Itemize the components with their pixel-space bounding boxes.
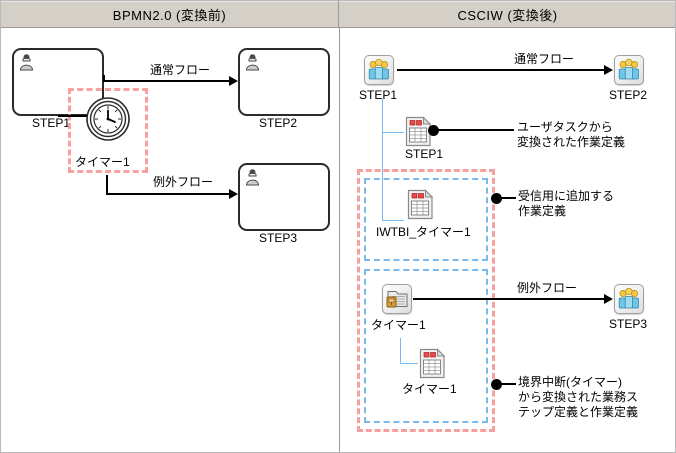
- normal-flow-label: 通常フロー: [150, 63, 211, 77]
- csciw-normal-flow-line: [397, 69, 605, 71]
- panel-divider: [339, 28, 340, 452]
- csciw-normal-flow-label: 通常フロー: [514, 52, 575, 66]
- csciw-doc-iwtbi-label: IWTBI_タイマー1: [376, 225, 471, 239]
- user-task-icon: [18, 53, 35, 71]
- anno-usertask-dot: [428, 125, 439, 136]
- normal-flow-line: [103, 80, 229, 82]
- bpmn-timer-highlight: [68, 88, 148, 173]
- tree-line-vertical-timer: [400, 338, 401, 364]
- task-definition-doc-icon[interactable]: [419, 348, 446, 379]
- csciw-exception-flow-arrowhead: [604, 294, 613, 304]
- csciw-step1-label: STEP1: [359, 88, 398, 102]
- anno-boundary-line3: テップ定義と作業定義: [518, 405, 639, 419]
- csciw-timer-step-label: タイマー1: [371, 318, 426, 332]
- csciw-doc-step1-label: STEP1: [405, 147, 444, 161]
- timer-attach-line: [58, 115, 88, 117]
- csciw-exception-flow-line: [413, 298, 605, 300]
- bpmn-timer-label: タイマー1: [75, 155, 130, 169]
- panel-title-bpmn: BPMN2.0 (変換前): [112, 7, 227, 23]
- tree-line-branch-iwtbi: [382, 220, 404, 221]
- anno-usertask-line2: 変換された作業定義: [517, 135, 626, 149]
- tree-line-branch-timerdoc: [400, 363, 418, 364]
- anno-boundary-line1: 境界中断(タイマー): [518, 375, 622, 389]
- user-task-icon: [244, 168, 261, 186]
- anno-boundary-line2: から変換された業務ス: [518, 390, 639, 404]
- exception-flow-stub: [106, 175, 108, 195]
- csciw-exception-flow-label: 例外フロー: [517, 281, 578, 295]
- bpmn-task-step2-label: STEP2: [259, 116, 298, 130]
- normal-flow-stub: [103, 75, 105, 82]
- anno-receive-dot: [491, 193, 502, 204]
- anno-receive-leader: [501, 197, 516, 199]
- tree-line-branch-step1doc: [382, 132, 404, 133]
- anno-usertask-text: ユーザタスクから 変換された作業定義: [517, 120, 625, 150]
- anno-boundary-text: 境界中断(タイマー) から変換された業務ス テップ定義と作業定義: [518, 375, 638, 420]
- anno-receive-text: 受信用に追加する 作業定義: [518, 189, 614, 219]
- business-step-folder-icon[interactable]: [382, 284, 412, 314]
- exception-flow-line: [106, 193, 229, 195]
- timer-boundary-icon: [85, 96, 131, 142]
- work-step-people-icon[interactable]: [614, 55, 644, 85]
- bpmn-task-step1-label: STEP1: [32, 116, 71, 130]
- exception-flow-arrowhead: [229, 189, 238, 199]
- csciw-normal-flow-arrowhead: [604, 65, 613, 75]
- task-definition-doc-icon[interactable]: [407, 189, 434, 220]
- header-highlight-left: [1, 1, 338, 2]
- work-step-people-icon[interactable]: [614, 284, 644, 314]
- work-step-people-icon[interactable]: [364, 55, 394, 85]
- anno-receive-line1: 受信用に追加する: [518, 189, 615, 203]
- anno-boundary-leader: [501, 383, 516, 385]
- anno-usertask-line1: ユーザタスクから: [517, 120, 613, 134]
- anno-usertask-leader: [438, 129, 514, 131]
- header-highlight-right: [339, 1, 675, 2]
- normal-flow-arrowhead: [229, 76, 238, 86]
- csciw-receive-task-highlight: [364, 178, 488, 261]
- tree-line-vertical-main: [382, 99, 383, 221]
- bpmn-task-step3-label: STEP3: [259, 231, 298, 245]
- exception-flow-label: 例外フロー: [153, 175, 214, 189]
- anno-boundary-dot: [491, 379, 502, 390]
- csciw-doc-timer-label: タイマー1: [402, 382, 457, 396]
- csciw-step3-label: STEP3: [609, 317, 648, 331]
- panel-header-left: BPMN2.0 (変換前): [1, 1, 339, 28]
- panel-header-right: CSCIW (変換後): [339, 1, 675, 28]
- anno-receive-line2: 作業定義: [518, 204, 567, 218]
- csciw-boundary-step-highlight: [364, 269, 488, 423]
- user-task-icon: [244, 53, 261, 71]
- panel-title-csciw: CSCIW (変換後): [457, 7, 558, 23]
- csciw-step2-label: STEP2: [609, 88, 648, 102]
- csciw-converted-region-highlight: [357, 169, 495, 432]
